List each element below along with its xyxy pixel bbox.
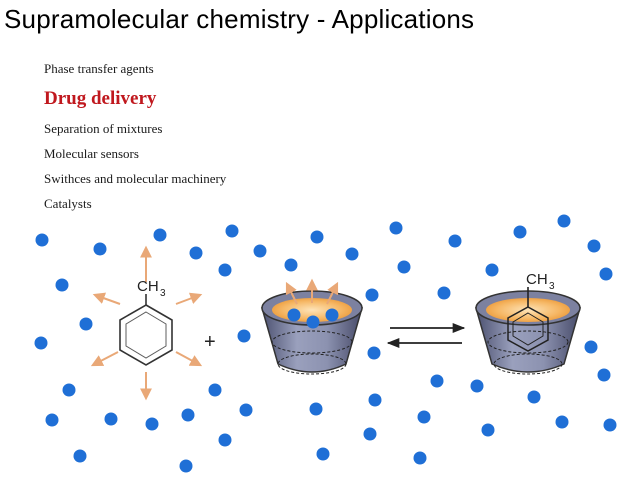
guest-methyl-subscript: 3 xyxy=(160,288,166,299)
complex-methyl-label: CH xyxy=(526,271,548,288)
plus-sign: + xyxy=(204,331,216,353)
slide-title: Supramolecular chemistry - Applications xyxy=(4,4,475,34)
application-item-separation: Separation of mixtures xyxy=(44,121,163,136)
solvent-molecules xyxy=(34,214,617,473)
application-item-catalysts: Catalysts xyxy=(44,196,92,211)
empty-host-cavitand xyxy=(261,278,363,375)
application-item-phase-transfer: Phase transfer agents xyxy=(44,61,154,76)
application-item-machinery: Swithces and molecular machinery xyxy=(44,171,227,186)
guest-methyl-label: CH xyxy=(137,278,159,295)
host-guest-diagram: CH 3 + CH 3 xyxy=(34,214,617,473)
host-guest-complex: CH 3 xyxy=(475,271,581,375)
equilibrium-arrows xyxy=(386,322,466,349)
application-item-drug-delivery: Drug delivery xyxy=(44,88,157,109)
complex-methyl-subscript: 3 xyxy=(549,281,555,292)
free-guest-molecule: CH 3 xyxy=(90,245,203,401)
application-item-sensors: Molecular sensors xyxy=(44,146,139,161)
applications-list: Phase transfer agents Drug delivery Sepa… xyxy=(44,56,226,216)
